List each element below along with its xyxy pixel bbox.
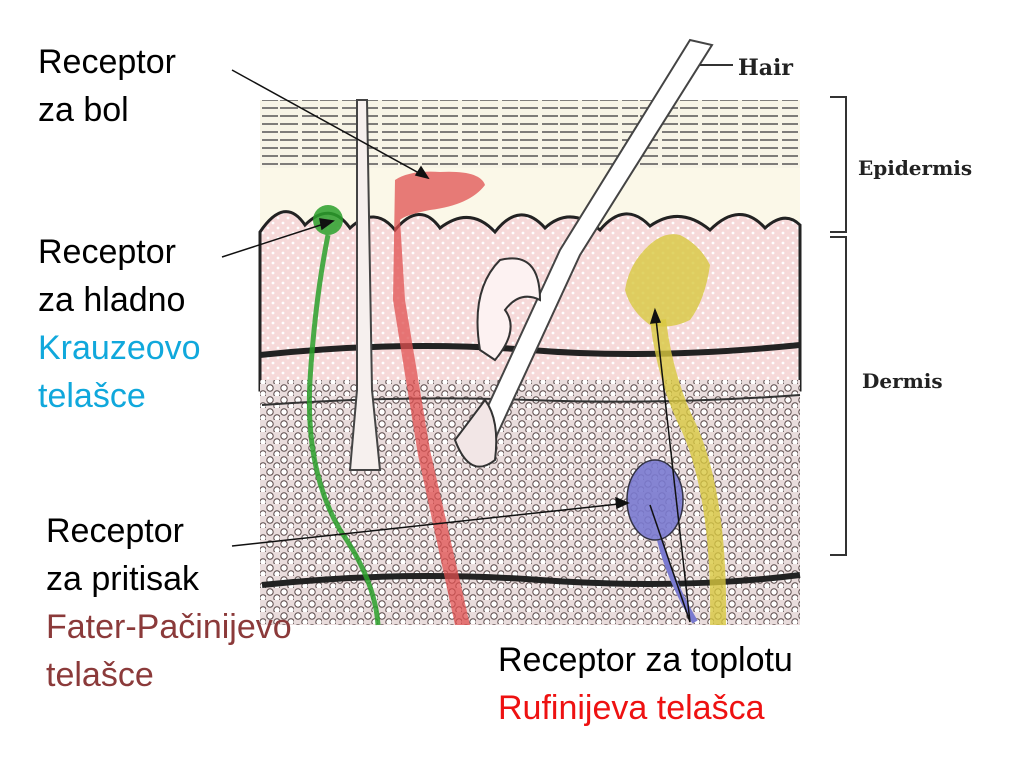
heat-pointer-1 [654, 309, 691, 623]
pressure-pointer [231, 502, 629, 547]
hair-follicle [453, 398, 498, 468]
pressure-arrow [615, 496, 630, 510]
cold-label-line1: Receptor [38, 233, 176, 271]
pressure-label-line1: Receptor [46, 512, 184, 550]
pressure-nerve [657, 539, 698, 624]
heat-nerve [650, 319, 727, 626]
hair-label: Hair [738, 55, 793, 81]
dermis-line [261, 394, 801, 406]
pressure-receptor-name2: telašce [46, 656, 154, 694]
heat-receptor-label: Receptor za toplotu Rufinijeva telašca [498, 636, 793, 732]
pressure-receptor-label: Receptor za pritisak Fater-Pačinijevo te… [46, 507, 292, 699]
epidermis-label: Epidermis [858, 156, 972, 180]
heat-receptor-name1: Rufinijeva telašca [498, 689, 765, 727]
pain-pointer [231, 69, 429, 179]
epidermis-strata [260, 100, 800, 170]
cold-receptor-label: Receptor za hladno Krauzeovo telašce [38, 228, 201, 420]
cold-receptor-name1: Krauzeovo [38, 329, 201, 367]
cold-pointer [221, 220, 334, 258]
dermis-label: Dermis [862, 369, 943, 393]
heat-pointer-2 [649, 504, 691, 623]
cold-label-line2: za hladno [38, 281, 186, 319]
heat-arrow-1 [649, 307, 662, 324]
pain-receptor-label: Receptor za bol [38, 38, 176, 134]
cold-receptor-name2: telašce [38, 377, 146, 415]
cold-nerve [306, 234, 381, 626]
sweat-duct [348, 99, 382, 471]
pain-label-line2: za bol [38, 91, 129, 129]
pain-arrow [414, 165, 430, 180]
epidermis-bracket [830, 96, 847, 233]
heat-receptor [625, 234, 710, 327]
skin-cross-section [258, 38, 802, 626]
heat-label-line1: Receptor za toplotu [498, 641, 793, 679]
pain-receptor [393, 171, 485, 625]
dermis-bracket [830, 236, 847, 556]
pressure-receptor [626, 459, 684, 541]
pointer-lines [221, 69, 691, 623]
cold-arrow [319, 218, 335, 231]
pain-label-line1: Receptor [38, 43, 176, 81]
hair-gland [476, 257, 542, 362]
pressure-label-line2: za pritisak [46, 560, 200, 598]
pressure-receptor-name1: Fater-Pačinijevo [46, 608, 292, 646]
